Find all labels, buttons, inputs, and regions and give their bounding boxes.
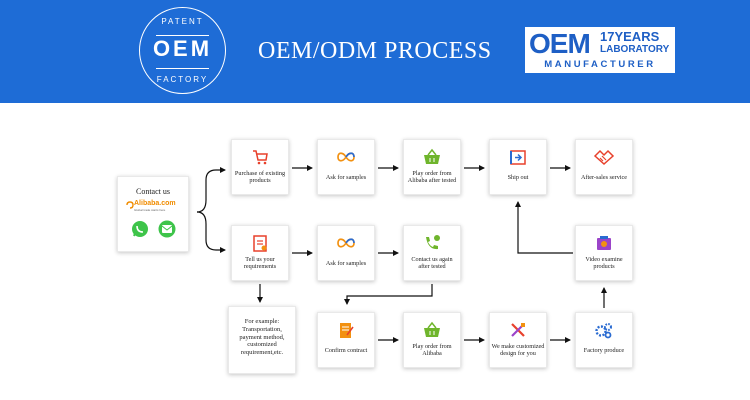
step-label: After-sales service [580,174,628,181]
video-examine-icon [576,234,632,252]
brace-branch-top [196,167,226,213]
ship-out-icon [490,148,546,166]
infinity-icon [318,234,374,252]
infinity-icon [318,148,374,166]
step-customized-design: We make customized design for you [489,312,547,368]
example-text: For example: Transportation, payment met… [239,318,285,357]
step-play-order-1: Play order from Alibaba after tested [403,139,461,195]
contract-icon [318,321,374,339]
wechat-icon[interactable] [158,220,176,238]
patent-oem-factory-seal: PATENT OEM FACTORY [139,7,226,94]
oem-17-years-badge: OEM 17YEARS LABORATORY MANUFACTURER [525,27,675,73]
header-banner: PATENT OEM FACTORY OEM/ODM PROCESS OEM 1… [0,0,750,103]
requirements-example-box: For example: Transportation, payment met… [228,306,296,374]
step-label: Ship out [507,174,529,181]
alibaba-icon [126,201,134,209]
arrow-contact-to-confirm [344,284,433,305]
shopping-basket-icon [404,321,460,339]
seal-divider-top [156,35,209,36]
gears-icon [576,321,632,339]
step-play-order-2: Play order from Alibaba [403,312,461,368]
step-label: Tell us your requirements [243,256,277,271]
clipboard-icon [232,234,288,252]
step-purchase-existing: Purchase of existing products [231,139,289,195]
seal-top-text: PATENT [161,17,204,26]
step-label: Play order from Alibaba [412,343,452,358]
whatsapp-icon[interactable] [131,220,149,238]
badge-lab-text: LABORATORY [600,44,670,55]
step-label: Ask for samples [325,174,367,181]
step-label: Confirm contract [324,347,368,354]
step-factory-produce: Factory produce [575,312,633,368]
page-title: OEM/ODM PROCESS [258,38,492,64]
step-ship-out: Ship out [489,139,547,195]
step-label: Ask for samples [325,260,367,267]
step-label: Purchase of existing products [234,170,286,185]
phone-icon [404,234,460,252]
shopping-cart-icon [232,148,288,166]
step-label: Factory produce [583,347,625,354]
step-label: Play order from Alibaba after tested [407,170,457,185]
shopping-basket-icon [404,148,460,166]
alibaba-logo: Alibaba.com Global trade starts here [126,200,182,214]
step-video-examine: Video examine products [575,225,633,281]
contact-us-box: Contact us Alibaba.com Global trade star… [117,176,189,252]
step-label: Contact us again after tested [411,256,453,271]
seal-bottom-text: FACTORY [156,75,209,84]
step-contact-after-test: Contact us again after tested [403,225,461,281]
arrow-video-to-ship [515,201,573,254]
step-ask-samples-2: Ask for samples [317,225,375,281]
design-tools-icon [490,321,546,339]
alibaba-wordmark: Alibaba.com [134,200,176,207]
brace-branch-bottom [196,211,226,253]
badge-oem-text: OEM [529,28,591,59]
step-label: We make customized design for you [491,343,545,358]
seal-middle-text: OEM [152,36,213,61]
badge-years-text: 17YEARS [600,29,660,44]
badge-manufacturer-text: MANUFACTURER [544,59,656,70]
handshake-icon [576,148,632,166]
step-confirm-contract: Confirm contract [317,312,375,368]
step-tell-requirements: Tell us your requirements [231,225,289,281]
step-after-sales: After-sales service [575,139,633,195]
alibaba-tagline: Global trade starts here [134,208,166,212]
step-ask-samples-1: Ask for samples [317,139,375,195]
seal-divider-bottom [156,68,209,69]
step-label: Video examine products [585,256,623,271]
contact-title: Contact us [136,187,170,196]
